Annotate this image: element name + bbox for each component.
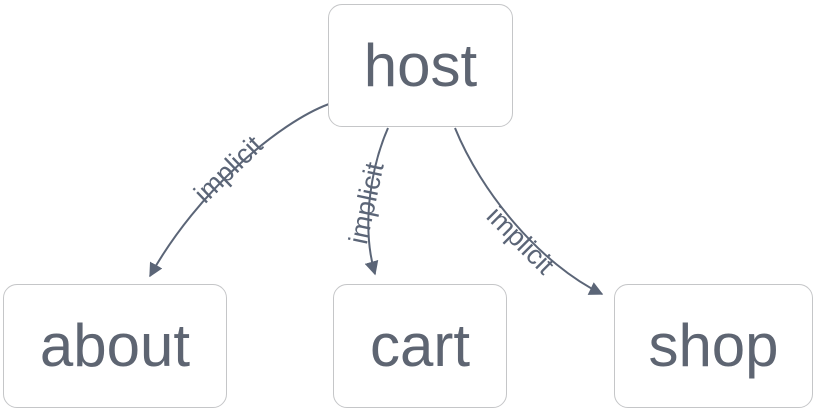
node-about: about (3, 284, 227, 408)
edge-label-host-about: implicit (188, 130, 269, 209)
edge-host-shop (454, 127, 604, 295)
edge-label-host-cart: implicit (343, 159, 390, 246)
node-shop-label: shop (648, 312, 779, 379)
edge-label-host-shop: implicit (481, 201, 561, 281)
edge-host-cart (364, 127, 389, 276)
node-cart-label: cart (369, 312, 471, 379)
node-shop: shop (614, 284, 813, 408)
edge-host-about (149, 103, 330, 278)
node-host: host (328, 4, 513, 127)
node-cart: cart (333, 284, 507, 408)
node-host-label: host (363, 31, 478, 99)
node-about-label: about (39, 312, 191, 379)
